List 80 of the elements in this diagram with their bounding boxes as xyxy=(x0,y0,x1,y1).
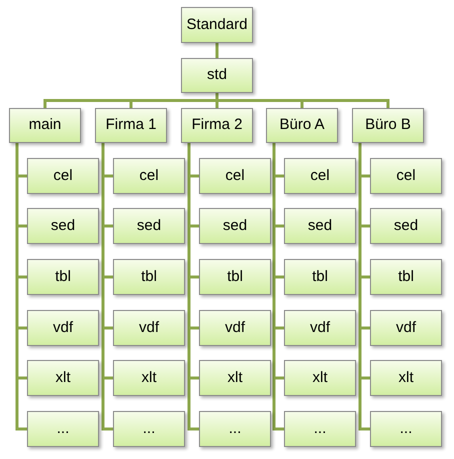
tree-node-box xyxy=(370,158,442,194)
tree-node-box xyxy=(9,108,81,143)
tree-node-box xyxy=(199,310,271,346)
tree-node-box xyxy=(266,108,338,143)
box-label: ... xyxy=(400,420,412,438)
box-label: sed xyxy=(308,216,332,236)
box-label: sed xyxy=(136,216,162,236)
tree-node-box xyxy=(113,310,185,346)
tree-node-box xyxy=(284,259,356,295)
tree-node-box xyxy=(370,208,442,244)
tree-node-box xyxy=(181,7,253,43)
box-label: ... xyxy=(142,420,156,438)
box-label: xlt xyxy=(142,368,156,388)
box-label: xlt xyxy=(228,368,242,388)
tree-node-box xyxy=(199,208,271,244)
tree-node-box xyxy=(181,108,253,143)
box-label: cel xyxy=(396,166,416,186)
box-label: Büro B xyxy=(365,116,411,135)
tree-node-box xyxy=(370,411,442,447)
box-label: ... xyxy=(228,420,242,438)
tree-node-box xyxy=(284,411,356,447)
connector-line xyxy=(358,143,370,430)
box-label: Firma 2 xyxy=(192,116,242,135)
box-label: ... xyxy=(314,420,326,438)
connector-line xyxy=(188,143,199,430)
tree-node-box xyxy=(113,208,185,244)
tree-node-box xyxy=(352,108,424,143)
tree-node-box xyxy=(27,208,99,244)
box-label: Firma 1 xyxy=(106,116,156,135)
connector-line xyxy=(216,43,218,58)
box-label: std xyxy=(206,66,227,85)
box-label: vdf xyxy=(396,318,416,338)
box-label: tbl xyxy=(141,268,157,286)
tree-node-box xyxy=(199,158,271,194)
box-label: vdf xyxy=(224,318,245,338)
tree-node-box xyxy=(284,208,356,244)
tree-node-box xyxy=(113,158,185,194)
connector-line xyxy=(16,143,27,430)
tree-node-box xyxy=(199,360,271,396)
tree-node-box xyxy=(27,158,99,194)
tree-node-box xyxy=(113,259,185,295)
box-label: Standard xyxy=(186,16,248,34)
tree-node-box xyxy=(370,259,442,295)
box-label: xlt xyxy=(312,368,328,388)
box-label: tbl xyxy=(227,268,243,286)
box-label: Büro A xyxy=(279,116,325,135)
box-label: sed xyxy=(222,216,248,236)
box-label: cel xyxy=(139,166,159,186)
box-label: main xyxy=(28,116,62,135)
connector-line xyxy=(272,143,284,430)
box-label: sed xyxy=(394,216,418,236)
tree-node-box xyxy=(199,259,271,295)
box-label: ... xyxy=(56,420,70,438)
box-label: cel xyxy=(53,166,73,186)
tree-node-box xyxy=(284,158,356,194)
box-label: tbl xyxy=(55,268,71,286)
tree-node-box xyxy=(27,259,99,295)
box-label: vdf xyxy=(52,318,73,338)
box-label: xlt xyxy=(56,368,70,388)
box-label: cel xyxy=(310,166,330,186)
tree-node-box xyxy=(27,310,99,346)
box-label: tbl xyxy=(312,268,328,286)
tree-node-box xyxy=(113,360,185,396)
tree-node-box xyxy=(284,310,356,346)
box-label: xlt xyxy=(398,368,414,388)
tree-node-box xyxy=(199,411,271,447)
tree-node-box xyxy=(181,58,253,93)
connector-line xyxy=(102,143,113,430)
tree-node-box xyxy=(27,360,99,396)
box-label: cel xyxy=(225,166,245,186)
box-label: sed xyxy=(50,216,76,236)
box-label: tbl xyxy=(398,268,414,286)
tree-node-box xyxy=(370,310,442,346)
tree-node-box xyxy=(95,108,167,143)
tree-node-box xyxy=(284,360,356,396)
box-label: vdf xyxy=(138,318,159,338)
tree-node-box xyxy=(113,411,185,447)
tree-node-box xyxy=(370,360,442,396)
tree-node-box xyxy=(27,411,99,447)
box-label: vdf xyxy=(310,318,330,338)
